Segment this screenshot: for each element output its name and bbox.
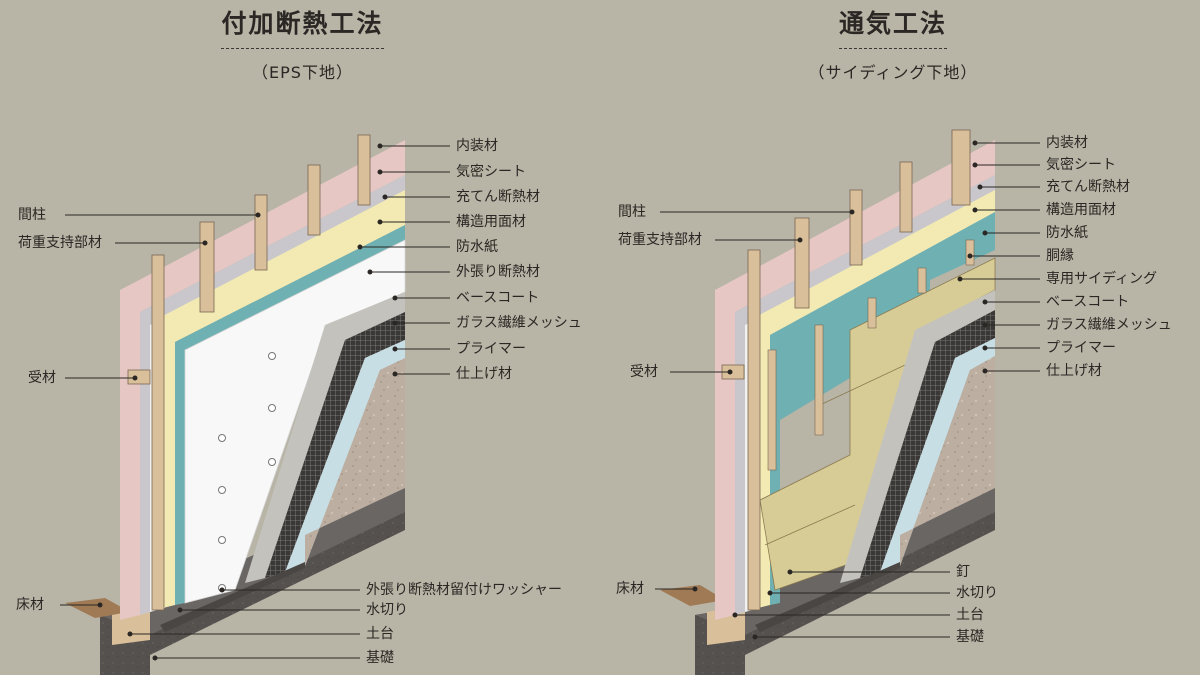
right-label-waterproof-paper: 防水紙: [1046, 225, 1088, 241]
right-label-airtight-sheet: 気密シート: [1046, 157, 1116, 173]
left-interior-layer: [120, 140, 405, 620]
right-stud-1: [747, 249, 761, 611]
left-label-base-coat: ベースコート: [456, 290, 540, 306]
right-title-block: 通気工法 （サイディング下地）: [778, 4, 1008, 83]
right-label-glass-mesh: ガラス繊維メッシュ: [1046, 317, 1172, 333]
left-drip: [160, 562, 305, 632]
right-furring-strip: [767, 349, 777, 471]
right-siding-joint: [819, 364, 906, 406]
left-wall-diagram: [65, 134, 406, 675]
left-washer: [268, 404, 276, 412]
left-stud-1: [151, 254, 165, 611]
right-label-stud: 間柱: [618, 204, 646, 220]
left-label-glass-mesh: ガラス繊維メッシュ: [456, 315, 582, 331]
right-floor: [660, 585, 725, 606]
left-stud-3: [254, 194, 268, 271]
left-label-receiver: 受材: [28, 370, 56, 386]
left-finish-layer: [305, 358, 405, 566]
left-washer: [218, 434, 226, 442]
left-receiver: [127, 369, 151, 385]
left-basecoat-layer: [245, 292, 405, 583]
left-structural-board-layer: [155, 190, 405, 610]
left-label-washer: 外張り断熱材留付けワッシャー: [366, 582, 562, 598]
left-stud-5: [357, 134, 371, 206]
left-waterproof-layer: [175, 225, 405, 605]
left-label-finish: 仕上げ材: [456, 366, 512, 382]
left-floor: [65, 598, 130, 618]
right-basecoat-layer: [840, 290, 995, 583]
right-siding-joint: [764, 504, 856, 546]
right-label-fill-insulation: 充てん断熱材: [1046, 179, 1130, 195]
right-title: 通気工法: [838, 4, 947, 49]
right-stud-2: [794, 217, 810, 309]
left-label-drip: 水切り: [366, 602, 408, 618]
right-primer-layer: [880, 338, 995, 572]
right-furring-strip: [965, 239, 975, 266]
left-mesh-layer: [265, 312, 405, 578]
right-furring-strip: [917, 267, 927, 294]
right-label-base-coat: ベースコート: [1046, 294, 1130, 310]
left-label-interior: 内装材: [456, 138, 498, 154]
right-wall-diagram: [660, 129, 996, 675]
right-stud-4: [899, 161, 913, 233]
right-furring-strip: [814, 324, 824, 436]
right-label-primer: プライマー: [1046, 340, 1116, 356]
left-label-sill: 土台: [366, 626, 394, 642]
left-primer-layer: [285, 340, 405, 572]
right-stud-5: [951, 129, 971, 206]
left-washer: [218, 536, 226, 544]
right-label-sill: 土台: [956, 607, 984, 623]
right-subtitle: （サイディング下地）: [808, 63, 978, 82]
left-label-stud: 間柱: [18, 207, 46, 223]
right-stud-3: [849, 189, 863, 266]
left-label-structural-board: 構造用面材: [456, 214, 526, 230]
right-label-floor: 床材: [616, 581, 644, 597]
right-finish-layer: [900, 356, 995, 566]
right-mesh-layer: [860, 310, 995, 578]
leader-lines: [60, 140, 1040, 661]
left-title-block: 付加断熱工法 （EPS下地）: [200, 4, 405, 83]
right-label-nail: 釘: [956, 564, 970, 580]
left-label-exterior-insulation: 外張り断熱材: [456, 264, 540, 280]
right-label-structural-board: 構造用面材: [1046, 202, 1116, 218]
left-label-load-member: 荷重支持部材: [18, 235, 102, 251]
left-washer: [218, 486, 226, 494]
left-washer: [268, 458, 276, 466]
right-label-load-member: 荷重支持部材: [618, 232, 702, 248]
right-label-receiver: 受材: [630, 364, 658, 380]
right-interior-layer: [715, 140, 995, 620]
right-label-finish: 仕上げ材: [1046, 363, 1102, 379]
right-label-drip: 水切り: [956, 585, 998, 601]
left-label-floor: 床材: [16, 597, 44, 613]
left-stud-4: [307, 164, 321, 236]
left-washer: [268, 352, 276, 360]
left-label-waterproof-paper: 防水紙: [456, 239, 498, 255]
right-label-interior: 内装材: [1046, 135, 1088, 151]
left-label-fill-insulation: 充てん断熱材: [456, 189, 540, 205]
right-waterproof-layer: [770, 212, 995, 605]
right-structural-board-layer: [750, 190, 995, 610]
left-subtitle: （EPS下地）: [252, 63, 353, 82]
right-label-foundation: 基礎: [956, 629, 984, 645]
left-label-primer: プライマー: [456, 341, 526, 357]
right-label-siding: 専用サイディング: [1046, 271, 1158, 287]
left-label-foundation: 基礎: [366, 650, 394, 666]
left-stud-2: [199, 221, 215, 313]
left-label-airtight-sheet: 気密シート: [456, 164, 526, 180]
left-title: 付加断熱工法: [221, 4, 384, 49]
right-furring-strip: [867, 297, 877, 329]
right-label-furring: 胴縁: [1046, 248, 1074, 264]
